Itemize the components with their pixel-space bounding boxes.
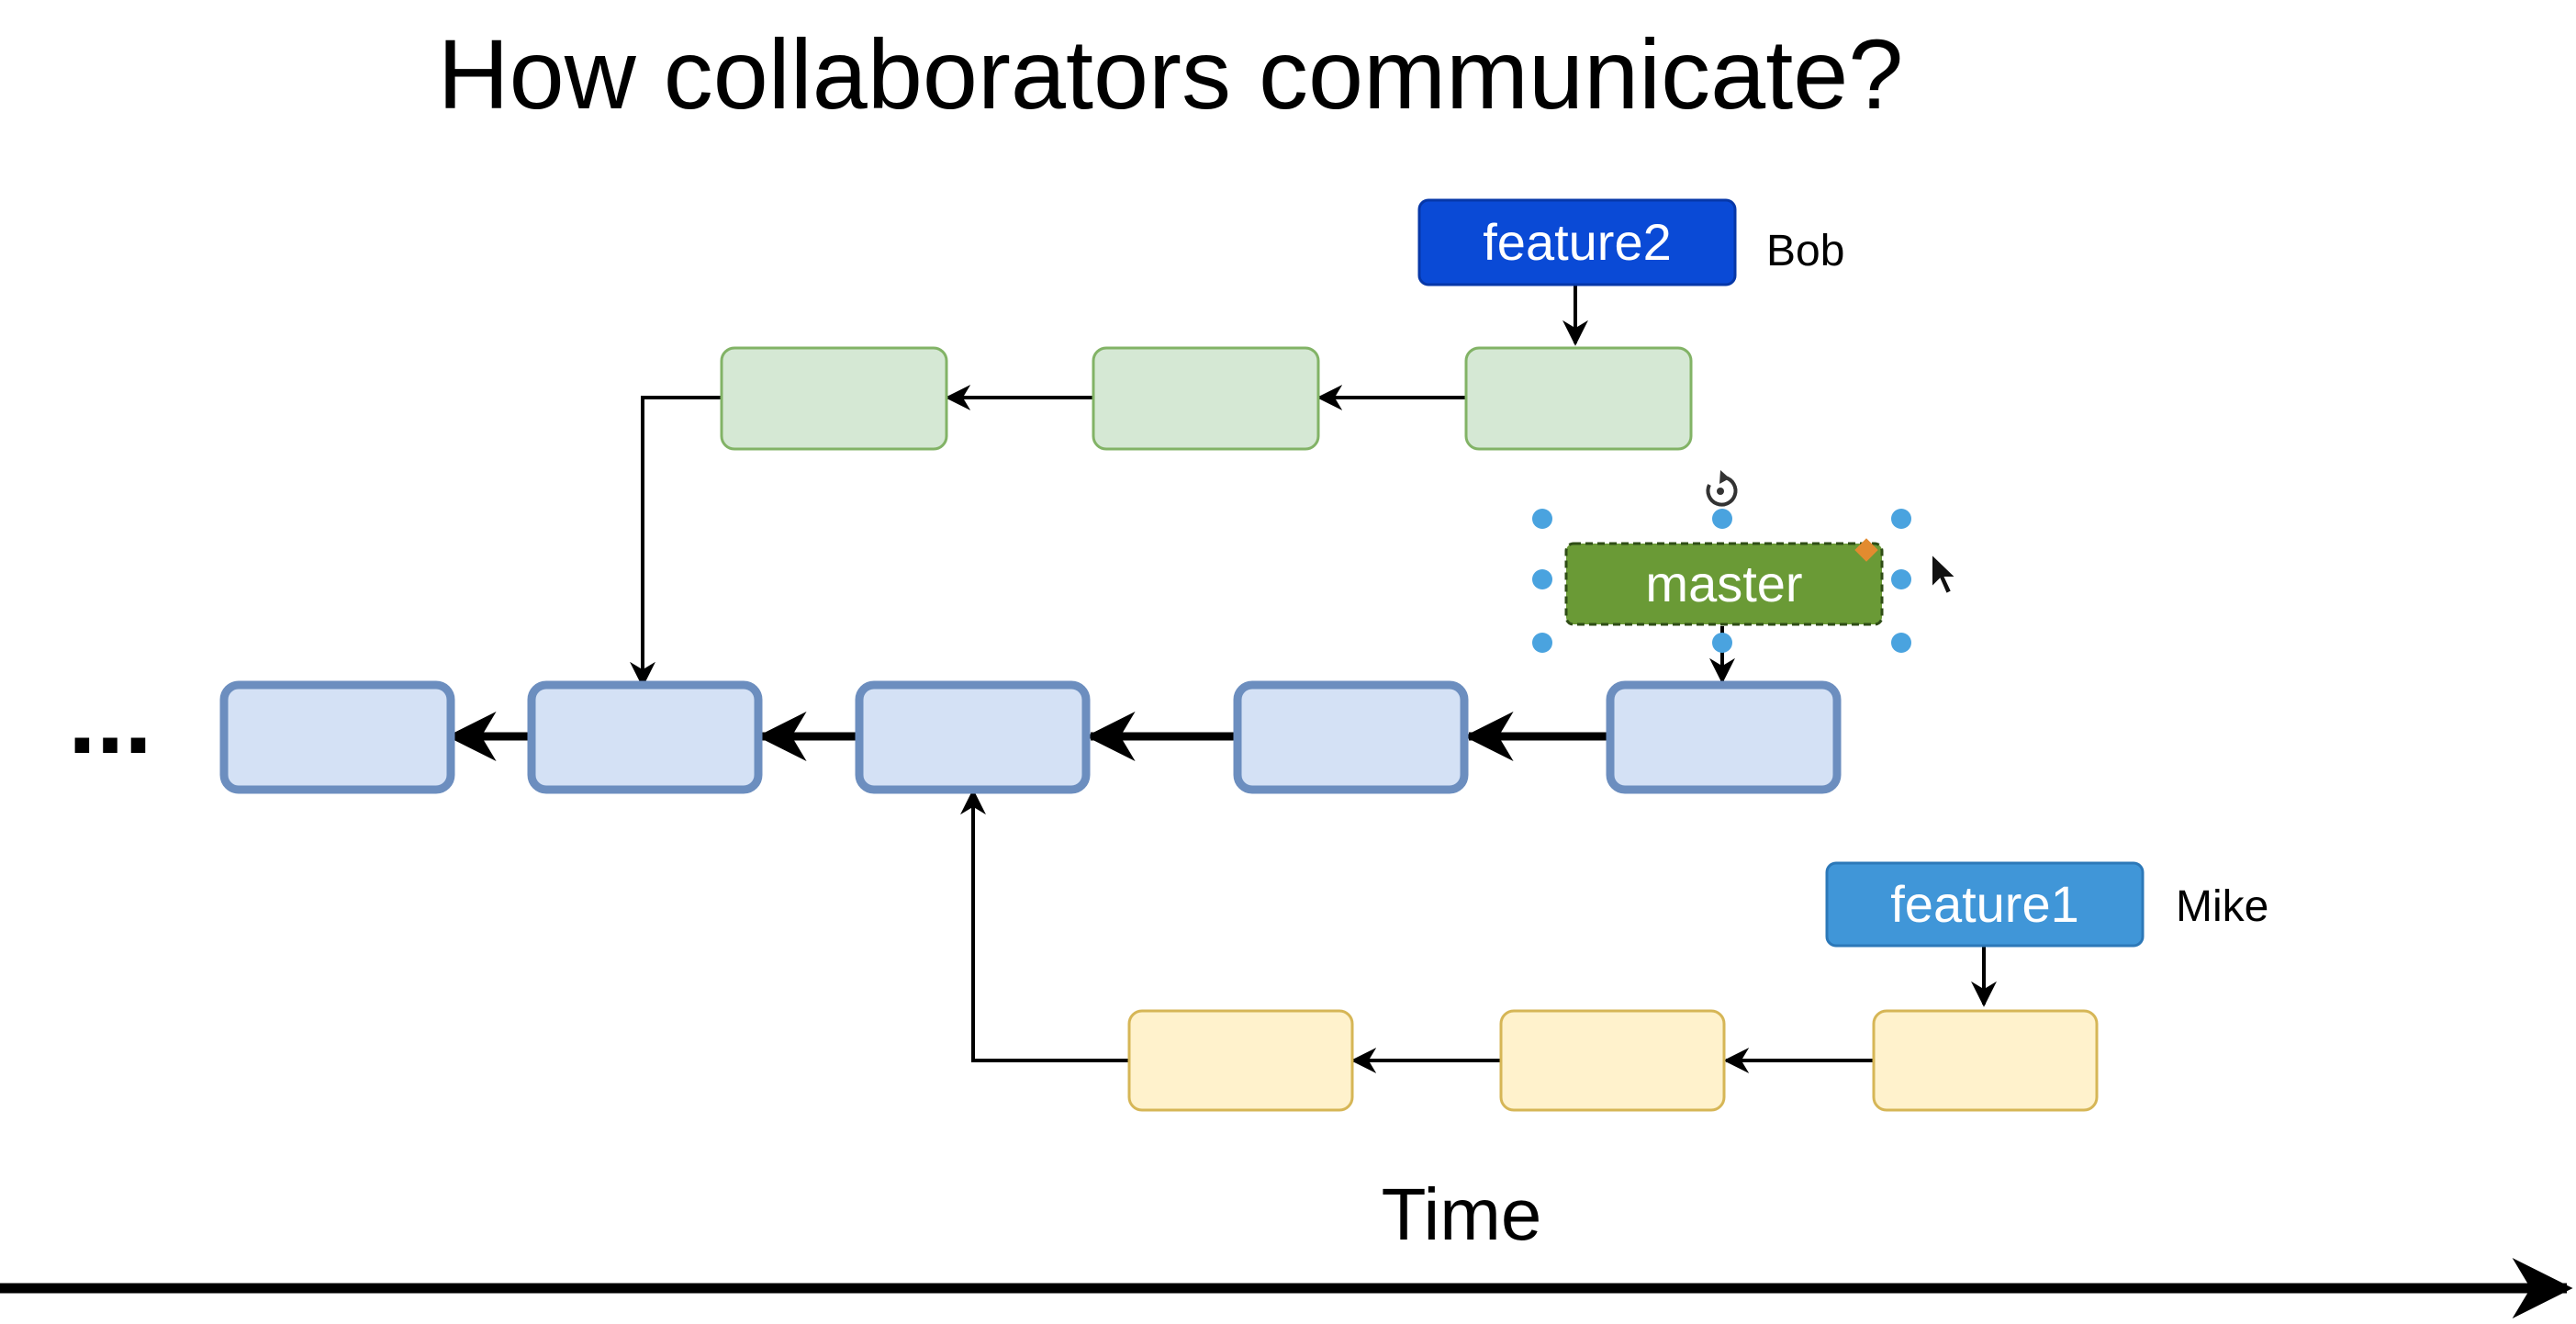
feature2-commit-3[interactable]	[1464, 346, 1693, 451]
resize-handle-bottom-left[interactable]	[1532, 633, 1552, 653]
resize-handle-top-left[interactable]	[1532, 509, 1552, 529]
master-branch-label[interactable]: master	[1564, 542, 1884, 626]
resize-handle-top[interactable]	[1712, 509, 1732, 529]
feature1-commit-2[interactable]	[1499, 1009, 1726, 1112]
resize-handle-bottom-right[interactable]	[1891, 633, 1911, 653]
cursor-arrow-icon	[1931, 551, 1959, 596]
main-commit-3[interactable]	[855, 680, 1091, 794]
feature2-branch-label[interactable]: feature2	[1417, 198, 1737, 286]
feature1-merge-edge	[960, 789, 1128, 1062]
rotate-icon[interactable]	[1706, 470, 1738, 507]
page-title: How collaborators communicate?	[438, 18, 1904, 129]
feature1-label-text: feature1	[1890, 875, 2079, 933]
feature2-owner: Bob	[1766, 227, 1844, 275]
feature1-commit-3[interactable]	[1872, 1009, 2099, 1112]
resize-handle-left[interactable]	[1532, 569, 1552, 589]
main-commit-4[interactable]	[1233, 680, 1469, 794]
feature1-commit-1[interactable]	[1127, 1009, 1354, 1112]
main-commit-1[interactable]	[219, 680, 455, 794]
master-label-text: master	[1645, 555, 1802, 612]
history-ellipsis: ...	[68, 662, 152, 775]
feature1-branch-label[interactable]: feature1	[1825, 861, 2145, 948]
feature2-label-text: feature2	[1483, 213, 1672, 271]
resize-handle-right[interactable]	[1891, 569, 1911, 589]
resize-handle-bottom[interactable]	[1712, 633, 1732, 653]
resize-handle-top-right[interactable]	[1891, 509, 1911, 529]
feature2-commit-2[interactable]	[1092, 346, 1320, 451]
main-commit-2[interactable]	[527, 680, 763, 794]
feature1-owner: Mike	[2176, 882, 2268, 931]
axis-label: Time	[1382, 1173, 1542, 1255]
main-commit-5[interactable]	[1606, 680, 1842, 794]
feature2-merge-edge	[630, 396, 721, 688]
feature2-commit-1[interactable]	[720, 346, 948, 451]
